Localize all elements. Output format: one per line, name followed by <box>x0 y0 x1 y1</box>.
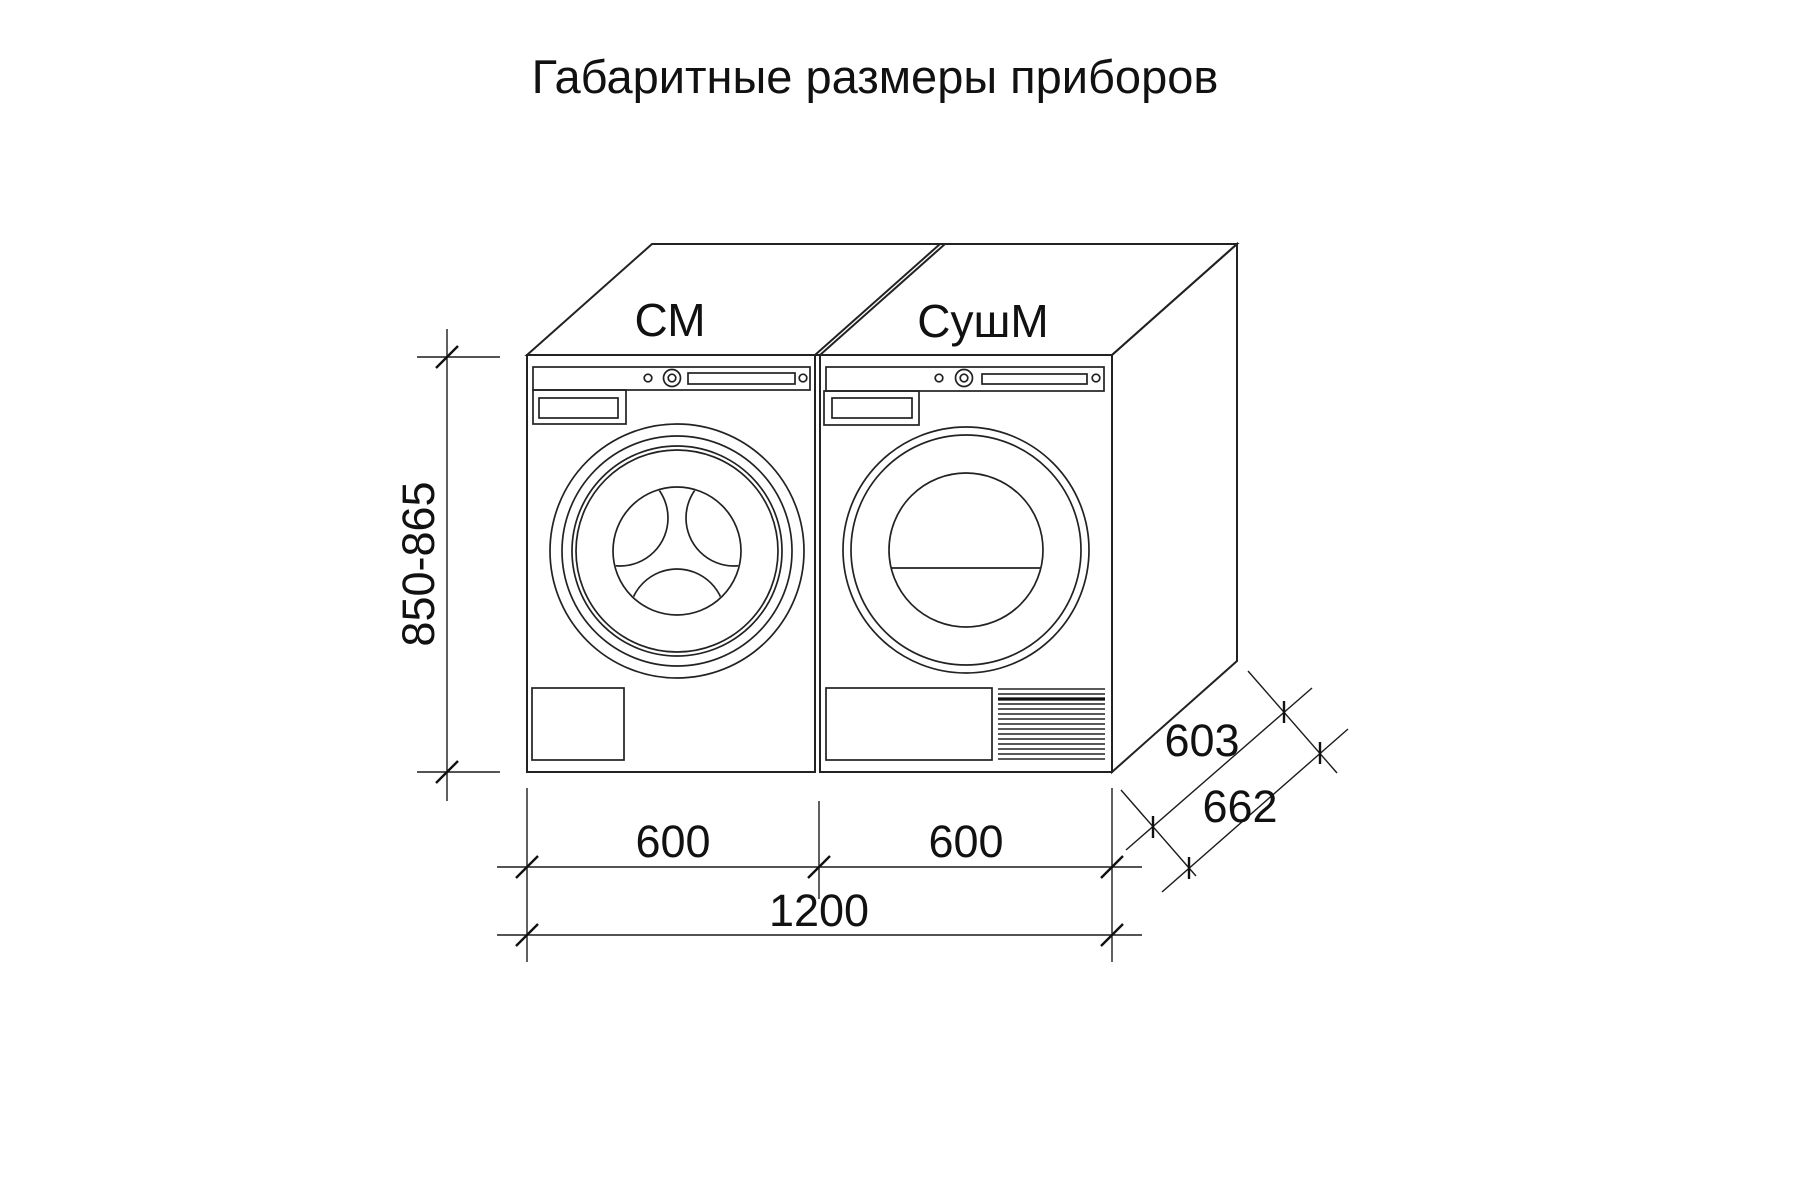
side-face-outline <box>1111 241 1238 775</box>
dryer-knob-outer <box>954 368 974 388</box>
side-face <box>1111 241 1238 775</box>
washer-top-label: СМ <box>634 294 705 346</box>
washer-door-ring-4 <box>575 449 779 653</box>
washer-front-outline <box>526 354 816 773</box>
washer-detergent-drawer <box>532 389 627 425</box>
washer-door-ring-3 <box>571 445 783 657</box>
total-depth-dim-label: 662 <box>1202 781 1277 832</box>
washer-knob-inner <box>667 373 677 383</box>
width-dimensions: 600 600 1200 <box>497 788 1142 962</box>
dryer-drawer-outer <box>823 390 920 426</box>
washer-panel-frame <box>532 366 811 391</box>
dryer-knob-inner <box>959 373 969 383</box>
depth-ext-near <box>1120 789 1197 877</box>
dryer-top-label: СушМ <box>917 295 1048 347</box>
washer-drum <box>612 486 742 616</box>
dryer-panel-frame <box>825 366 1105 392</box>
washer-power-button <box>798 373 808 383</box>
top-face-divider-right <box>819 243 946 356</box>
dryer-door-glass <box>888 472 1044 628</box>
height-dimension: 850-865 <box>393 329 500 801</box>
washer-display <box>687 372 796 385</box>
dryer-kick-panel <box>825 687 993 761</box>
dryer-detergent-drawer <box>823 390 920 426</box>
dryer-power-button <box>1091 373 1101 383</box>
washer-front <box>526 354 816 773</box>
washer-kick-panel <box>531 687 625 761</box>
washer-width-dim-label: 600 <box>635 816 710 867</box>
dryer-indicator-light <box>934 373 944 383</box>
dryer-front <box>819 354 1113 773</box>
depth-dim-line-662 <box>1161 728 1349 893</box>
drum-paddle-right <box>685 488 740 567</box>
washer-door <box>549 423 805 679</box>
washer-drum-paddles <box>614 488 740 614</box>
dryer-drawer-inner <box>831 397 913 419</box>
dryer-control-panel <box>825 366 1105 392</box>
washer-knob-outer <box>662 368 682 388</box>
dryer-door-ring-1 <box>842 426 1090 674</box>
dryer-vent-grille <box>998 688 1105 760</box>
height-dim-label: 850-865 <box>393 481 444 646</box>
dryer-door-ring-2 <box>850 434 1082 666</box>
depth-ext-far <box>1247 670 1338 774</box>
dryer-display <box>981 373 1088 385</box>
body-depth-dim-label: 603 <box>1164 715 1239 766</box>
washer-control-panel <box>532 366 811 391</box>
drum-paddle-left <box>614 488 669 567</box>
washer-indicator-light <box>643 373 653 383</box>
page-title: Габаритные размеры приборов <box>532 50 1219 103</box>
total-width-dim-label: 1200 <box>769 885 869 936</box>
washer-drawer-outer <box>532 389 627 425</box>
depth-dim-line-603 <box>1125 687 1313 851</box>
top-face-divider-left <box>814 243 941 356</box>
dryer-front-outline <box>819 354 1113 773</box>
washer-door-ring-1 <box>549 423 805 679</box>
washer-drawer-inner <box>538 397 619 419</box>
dryer-door <box>842 426 1090 674</box>
washer-door-ring-2 <box>561 435 793 667</box>
depth-dimensions: 603 662 <box>1120 670 1349 893</box>
dryer-width-dim-label: 600 <box>928 816 1003 867</box>
drum-paddle-bottom <box>628 568 726 614</box>
